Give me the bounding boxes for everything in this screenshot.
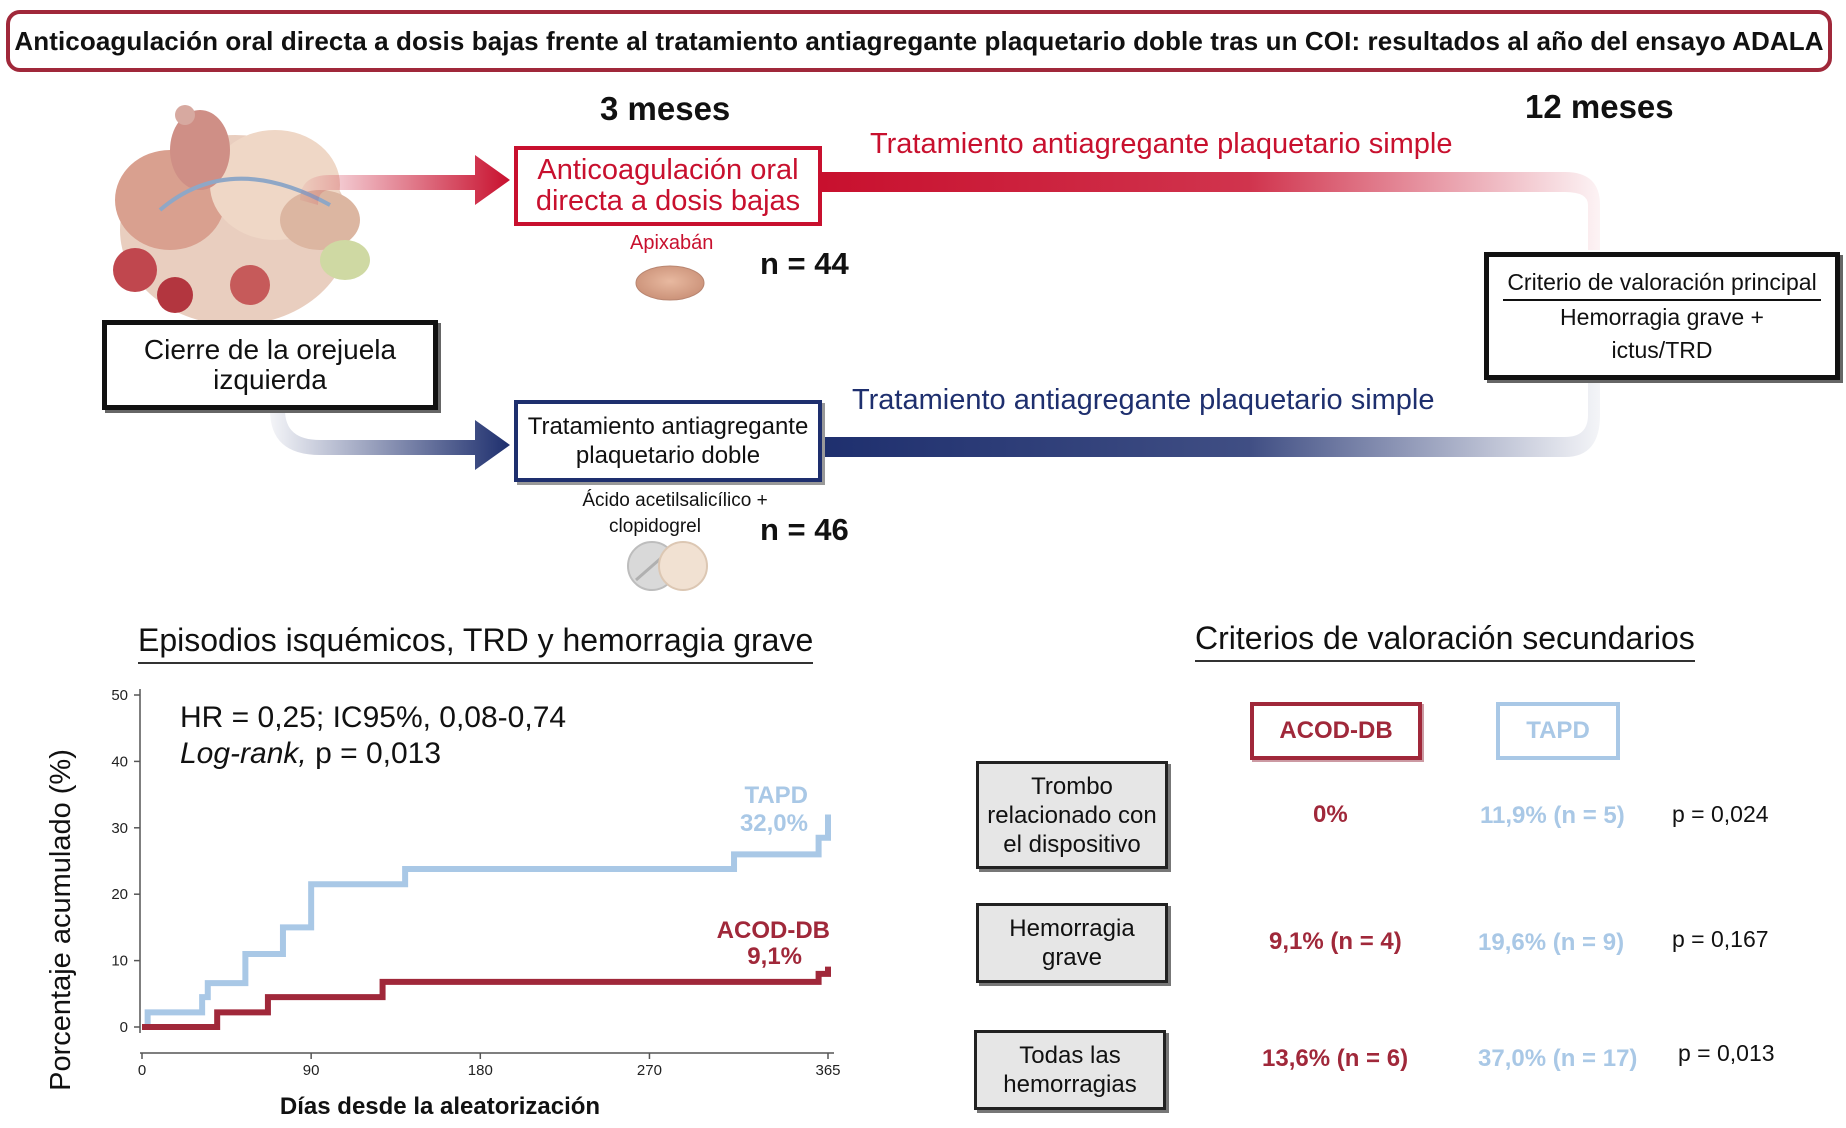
two-pills-icon	[627, 541, 708, 591]
navy-arm-drug: Ácido acetilsalicílico + clopidogrel	[560, 488, 790, 540]
flow-diagram	[113, 105, 1600, 591]
heart-illustration-icon	[113, 105, 370, 325]
row1-line3: el dispositivo	[1003, 830, 1141, 858]
series-line-tapd	[142, 814, 831, 1030]
endpoint-line2: Hemorragia grave +	[1560, 303, 1764, 330]
logrank-label: Log-rank,	[180, 737, 307, 770]
row2-tapd-value: 19,6% (n = 9)	[1478, 929, 1625, 956]
legend-acod-label: ACOD-DB	[1279, 717, 1393, 744]
row-label-device-thrombus: Trombo relacionado con el dispositivo	[976, 761, 1168, 869]
endpoint-line3: ictus/TRD	[1611, 336, 1713, 363]
row3-line2: hemorragias	[1003, 1071, 1137, 1098]
row2-line2: grave	[1041, 944, 1103, 971]
logrank-p: p = 0,013	[306, 737, 442, 770]
tapd-curve-name: TAPD	[744, 782, 808, 809]
title-text: Anticoagulación oral directa a dosis baj…	[14, 25, 1824, 56]
pill-icon	[635, 265, 705, 301]
navy-arm-box: Tratamiento antiagregante plaquetario do…	[514, 400, 822, 482]
y-tick-label: 50	[111, 687, 128, 704]
page-title: Anticoagulación oral directa a dosis baj…	[6, 10, 1832, 72]
secondary-title: Criterios de valoración secundarios	[1195, 620, 1695, 662]
km-chart: Porcentaje acumulado (%) Días desde la a…	[45, 687, 841, 1120]
tapd-curve-value: 32,0%	[739, 810, 808, 837]
endpoint-line1: Criterio de valoración principal	[1503, 266, 1821, 301]
red-arm-followup: Tratamiento antiagregante plaquetario si…	[870, 128, 1453, 160]
origin-box: Cierre de la orejuela izquierda	[102, 320, 438, 410]
acod-curve-value: 9,1%	[747, 943, 802, 970]
navy-arm-line1: Tratamiento antiagregante	[527, 413, 809, 440]
y-tick-label: 30	[111, 820, 128, 837]
row-label-all-bleeding: Todas las hemorragias	[974, 1030, 1166, 1110]
row2-p-value: p = 0,167	[1672, 926, 1769, 952]
row1-p-value: p = 0,024	[1672, 801, 1769, 827]
legend-acod: ACOD-DB	[1250, 702, 1422, 760]
row1-line1: Trombo	[1031, 772, 1113, 800]
navy-arm-drug-line2: clopidogrel	[609, 516, 701, 537]
row1-acod-value: 0%	[1313, 801, 1348, 828]
y-axis-label: Porcentaje acumulado (%)	[45, 749, 77, 1091]
tapd-curve-label: TAPD	[740, 782, 808, 809]
hr-statistic: HR = 0,25; IC95%, 0,08-0,74 Log-rank, p …	[180, 700, 566, 772]
label-12-months: 12 meses	[1525, 88, 1674, 125]
y-tick-label: 10	[111, 953, 128, 970]
x-tick-label: 90	[303, 1062, 320, 1079]
row2-line1: Hemorragia	[1009, 915, 1135, 942]
km-panel-title: Episodios isquémicos, TRD y hemorragia g…	[138, 622, 814, 664]
logrank-line: Log-rank, p = 0,013	[180, 736, 566, 772]
legend-tapd-label: TAPD	[1526, 717, 1590, 744]
x-tick-label: 270	[637, 1062, 662, 1079]
red-arm-n: n = 44	[760, 246, 849, 281]
origin-line2: izquierda	[213, 364, 327, 395]
red-arm-line2: directa a dosis bajas	[535, 185, 801, 217]
y-tick-label: 0	[120, 1019, 128, 1036]
x-tick-label: 0	[138, 1062, 146, 1079]
hr-line: HR = 0,25; IC95%, 0,08-0,74	[180, 701, 567, 734]
row1-tapd-value: 11,9% (n = 5)	[1480, 802, 1625, 829]
navy-arm-n: n = 46	[760, 512, 849, 547]
legend-tapd: TAPD	[1496, 702, 1620, 760]
row2-acod-value: 9,1% (n = 4)	[1269, 928, 1402, 955]
x-tick-label: 365	[815, 1062, 840, 1079]
row-label-major-bleeding: Hemorragia grave	[976, 903, 1168, 983]
row3-line1: Todas las	[1019, 1042, 1121, 1069]
origin-line1: Cierre de la orejuela	[143, 334, 397, 365]
row3-p-value: p = 0,013	[1678, 1040, 1775, 1066]
navy-arm-followup: Tratamiento antiagregante plaquetario si…	[852, 384, 1435, 416]
row1-line2: relacionado con	[987, 801, 1157, 829]
y-tick-label: 40	[111, 753, 128, 770]
y-tick-label: 20	[111, 886, 128, 903]
row3-acod-value: 13,6% (n = 6)	[1262, 1045, 1409, 1072]
x-axis-label: Días desde la aleatorización	[280, 1093, 600, 1120]
red-arm-box: Anticoagulación oral directa a dosis baj…	[514, 146, 822, 226]
series-line-acod-db	[142, 966, 831, 1030]
label-3-months: 3 meses	[600, 90, 731, 127]
x-tick-label: 180	[468, 1062, 493, 1079]
red-arm-drug: Apixabán	[630, 232, 714, 254]
row3-tapd-value: 37,0% (n = 17)	[1478, 1045, 1638, 1072]
navy-arm-drug-line1: Ácido acetilsalicílico +	[582, 490, 768, 511]
navy-arm-line2: plaquetario doble	[575, 442, 761, 469]
primary-endpoint-box: Criterio de valoración principal Hemorra…	[1484, 252, 1840, 380]
red-arm-line1: Anticoagulación oral	[537, 154, 799, 186]
acod-curve-name: ACOD-DB	[716, 917, 830, 944]
